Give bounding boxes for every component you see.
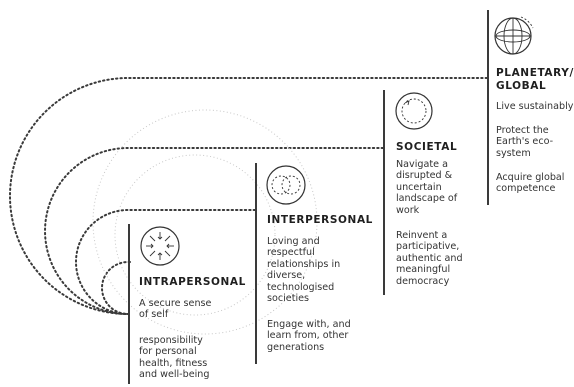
societal-item-2: Reinvent a participative, authentic and … — [396, 230, 463, 287]
intrapersonal-item-2: responsibility for personal health, fitn… — [139, 335, 210, 381]
inward-arrows-circle-icon — [140, 226, 180, 266]
intrapersonal-column — [128, 224, 137, 384]
globe-icon — [494, 16, 534, 55]
societal-title: SOCIETAL — [396, 141, 458, 153]
planetary-title: PLANETARY/ GLOBAL — [496, 67, 574, 92]
intrapersonal-item-1: A secure sense of self — [139, 298, 212, 321]
planetary-item-2: Protect the Earth's eco-system — [496, 125, 554, 159]
guide-ring — [114, 154, 276, 316]
interpersonal-item-2: Engage with, and learn from, other gener… — [267, 319, 351, 353]
planetary-item-3: Acquire global competence — [496, 172, 565, 195]
cycle-circle-icon — [395, 92, 433, 130]
intrapersonal-connector — [101, 261, 131, 315]
intrapersonal-title: INTRAPERSONAL — [139, 276, 246, 288]
interpersonal-title: INTERPERSONAL — [267, 214, 373, 226]
interpersonal-connector — [75, 209, 256, 315]
societal-item-1: Navigate a disrupted & uncertain landsca… — [396, 159, 458, 216]
interpersonal-column — [255, 163, 264, 364]
overlapping-circles-icon — [266, 165, 306, 205]
planetary-column — [487, 10, 496, 205]
societal-column — [383, 90, 392, 295]
planetary-connector — [9, 77, 488, 315]
societal-connector — [44, 147, 384, 315]
guide-ring — [92, 109, 318, 335]
planetary-item-1: Live sustainably — [496, 101, 574, 112]
interpersonal-item-1: Loving and respectful relationships in d… — [267, 236, 341, 305]
